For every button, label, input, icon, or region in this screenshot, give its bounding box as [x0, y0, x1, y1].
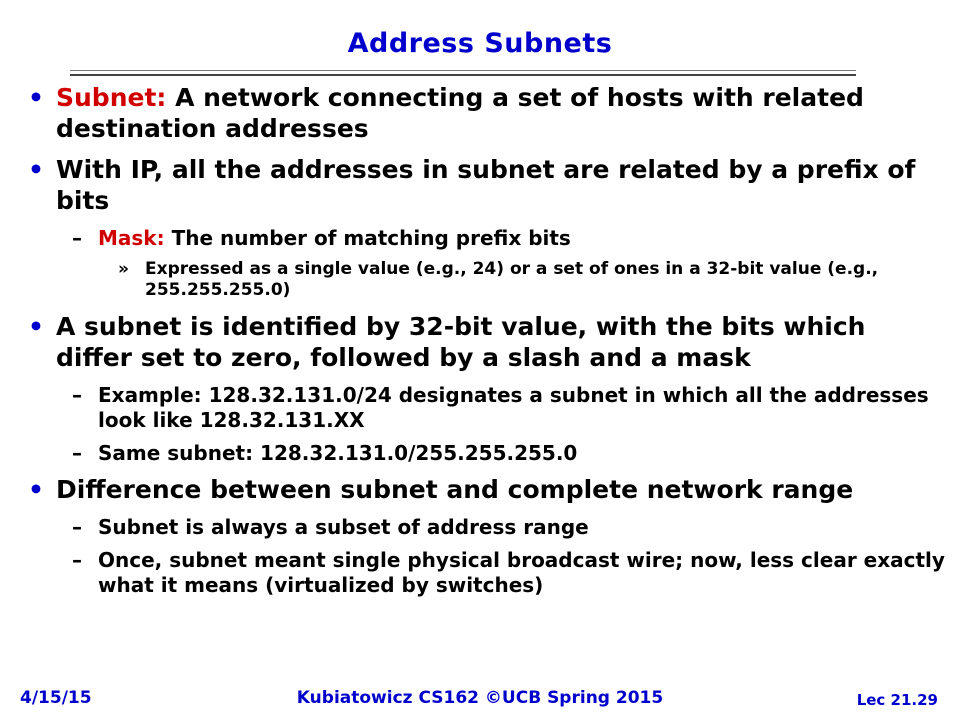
sub-bullet-mask: – Mask: The number of matching prefix bi…: [20, 226, 945, 251]
bullet-text: A subnet is identified by 32-bit value, …: [56, 312, 866, 372]
bullet-text: Expressed as a single value (e.g., 24) o…: [145, 259, 879, 300]
sub-sub-bullet-mask-expression: » Expressed as a single value (e.g., 24)…: [20, 259, 945, 301]
term-mask: Mask:: [98, 226, 165, 250]
bullet-text: With IP, all the addresses in subnet are…: [56, 155, 916, 215]
footer-lecture-number: Lec 21.29: [856, 691, 938, 709]
title-divider-thick: [70, 74, 856, 76]
term-subnet: Subnet:: [56, 83, 167, 112]
title-divider-thin: [70, 70, 856, 71]
slide-body: • Subnet: A network connecting a set of …: [20, 82, 945, 606]
bullet-difference: • Difference between subnet and complete…: [20, 474, 945, 505]
bullet-text: Example: 128.32.131.0/24 designates a su…: [98, 383, 929, 432]
bullet-marker: •: [28, 312, 44, 341]
dash-marker: –: [72, 383, 82, 407]
sub-bullet-example: – Example: 128.32.131.0/24 designates a …: [20, 383, 945, 433]
footer-date: 4/15/15: [20, 688, 92, 708]
bullet-text: A network connecting a set of hosts with…: [56, 83, 864, 143]
bullet-marker: •: [28, 83, 44, 112]
footer-course: Kubiatowicz CS162 ©UCB Spring 2015: [296, 688, 664, 708]
bullet-text: The number of matching prefix bits: [164, 226, 571, 250]
bullet-text: Same subnet: 128.32.131.0/255.255.255.0: [98, 441, 578, 465]
bullet-ip-prefix: • With IP, all the addresses in subnet a…: [20, 154, 945, 216]
bullet-marker: •: [28, 155, 44, 184]
dash-marker: –: [72, 441, 82, 465]
dash-marker: –: [72, 548, 82, 572]
raquo-marker: »: [118, 259, 129, 279]
bullet-text: Difference between subnet and complete n…: [56, 475, 854, 504]
dash-marker: –: [72, 226, 82, 250]
bullet-text: Subnet is always a subset of address ran…: [98, 515, 589, 539]
bullet-text: Once, subnet meant single physical broad…: [98, 548, 945, 597]
bullet-subnet-identified: • A subnet is identified by 32-bit value…: [20, 311, 945, 373]
sub-bullet-subset: – Subnet is always a subset of address r…: [20, 515, 945, 540]
sub-bullet-same-subnet: – Same subnet: 128.32.131.0/255.255.255.…: [20, 441, 945, 466]
dash-marker: –: [72, 515, 82, 539]
sub-bullet-broadcast-wire: – Once, subnet meant single physical bro…: [20, 548, 945, 598]
bullet-marker: •: [28, 475, 44, 504]
slide-title: Address Subnets: [347, 28, 613, 59]
bullet-subnet-definition: • Subnet: A network connecting a set of …: [20, 82, 945, 144]
